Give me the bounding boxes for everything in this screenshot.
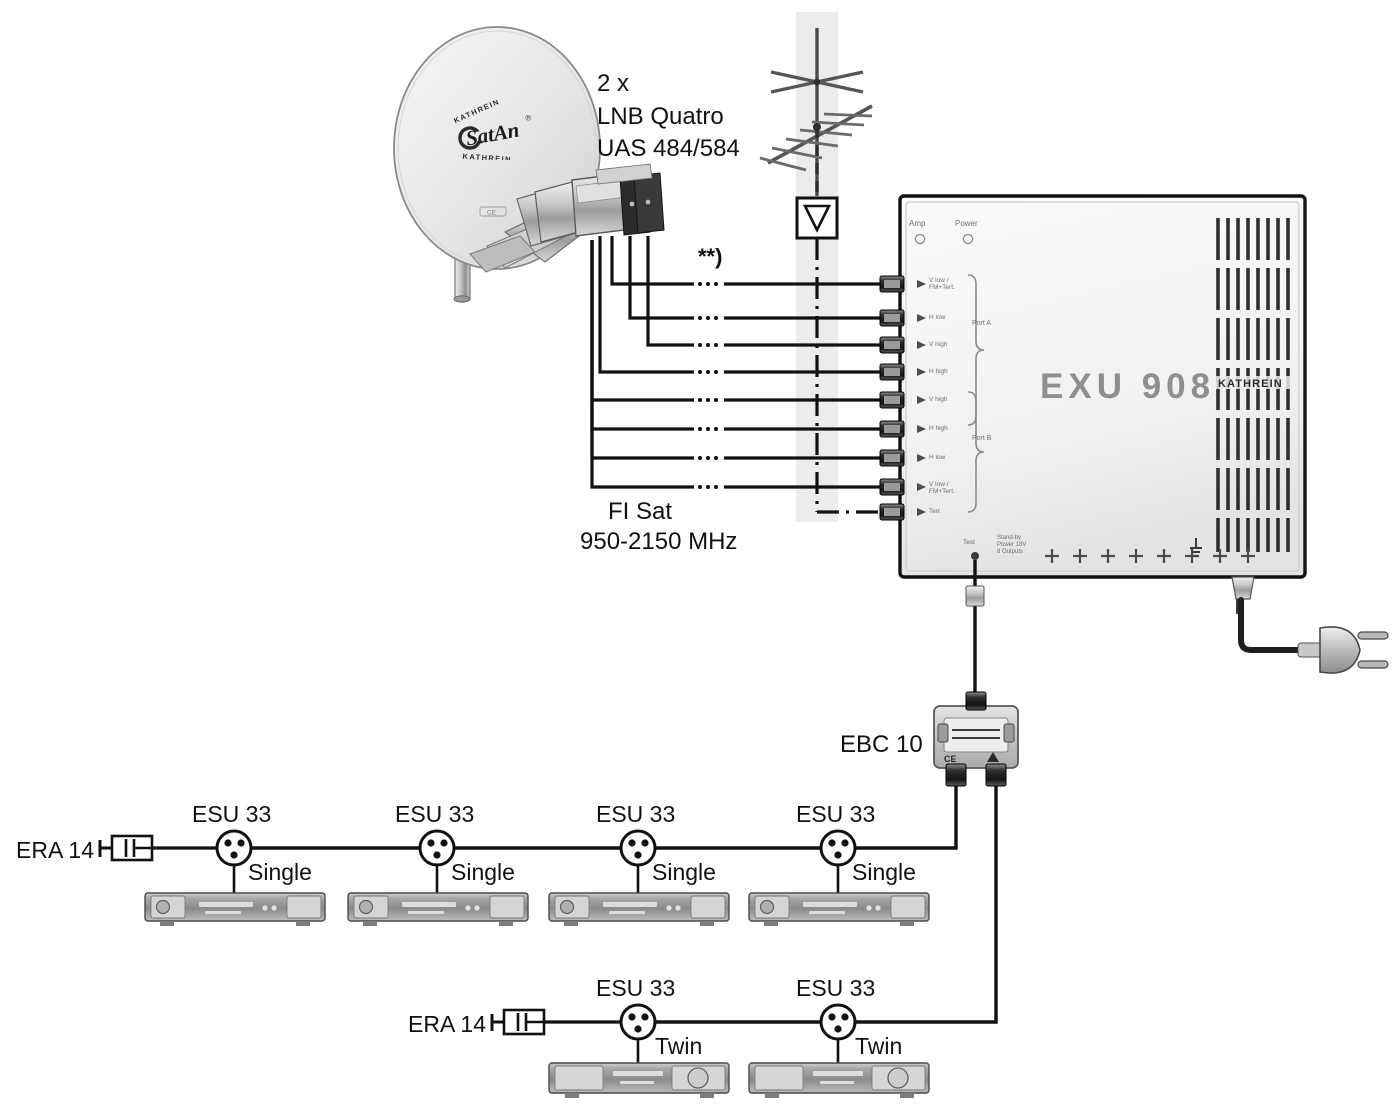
footnote-marker: **) [698, 244, 723, 269]
terminator-label-twin: ERA 14 [408, 1011, 486, 1037]
twin-branch [490, 1003, 930, 1098]
terminator-label-single: ERA 14 [16, 837, 94, 863]
terminator-era-14-single [98, 834, 154, 862]
input-label-a-2: H low [929, 314, 946, 321]
outlet-esu-33-single-1[interactable] [215, 829, 253, 898]
svg-text:CE: CE [487, 210, 497, 217]
satellite-dish: CE [393, 26, 601, 303]
mode-label-single-1: Single [248, 859, 312, 885]
ground-symbol-icon [1190, 538, 1202, 557]
outlet-label-single-3: ESU 33 [596, 801, 676, 827]
test-port[interactable] [971, 552, 979, 560]
input-label-b-2: H high [929, 425, 948, 432]
outlet-esu-33-single-2[interactable] [418, 829, 456, 898]
input-label-terrestrial: Terr. [929, 508, 942, 515]
multiswitch-exu-908[interactable]: EXU 908 [879, 194, 1307, 579]
port-group-a-label: Port A [972, 320, 992, 327]
switch-to-splitter-cable [965, 560, 985, 700]
svg-text:CE: CE [944, 754, 957, 764]
input-connectors[interactable] [879, 275, 905, 521]
lnb-model-label: UAS 484/584 [597, 135, 740, 162]
mode-label-single-3: Single [652, 859, 716, 885]
output-ports-row[interactable] [1045, 549, 1255, 563]
port-group-b-label: Port B [972, 435, 992, 442]
port-group-braces [967, 274, 985, 513]
input-label-b-1: V high [929, 396, 948, 403]
status-leds [914, 233, 974, 245]
cable-break-dots [698, 282, 718, 489]
outlet-label-single-2: ESU 33 [395, 801, 475, 827]
input-label-a-4: H high [929, 368, 948, 375]
lnb-quatro-assembly [534, 163, 665, 243]
yagi-elements [759, 112, 873, 172]
svg-text:KATHREIN: KATHREIN [1218, 378, 1283, 390]
single-branch [98, 829, 930, 926]
input-port-markers [917, 280, 926, 516]
mode-label-twin-2: Twin [855, 1033, 903, 1059]
terrestrial-amplifier-box [795, 196, 839, 240]
mode-label-single-2: Single [451, 859, 515, 885]
input-label-b-3: H low [929, 454, 946, 461]
lnb-type-label: LNB Quatro [597, 103, 724, 130]
receiver-twin-2 [748, 1062, 930, 1098]
dish-logo: KATHREIN KATHREIN SatAn ® [445, 100, 551, 160]
bottom-label-test: Test [963, 539, 975, 546]
power-cord-and-plug [1231, 576, 1389, 674]
splitter-label: EBC 10 [840, 731, 923, 758]
fi-sat-band-label: FI Sat [608, 498, 673, 525]
svg-text:SatAn: SatAn [464, 118, 521, 151]
input-label-b-4: V low / FM+Tert. [929, 481, 955, 496]
fi-sat-frequency-label: 950‑2150 MHz [580, 528, 738, 555]
bottom-label-outputs: Stand-by Power 18V 8 Outputs [997, 535, 1027, 555]
svg-text:KATHREIN: KATHREIN [462, 152, 512, 160]
outlet-label-single-1: ESU 33 [192, 801, 272, 827]
receiver-single-1 [144, 892, 326, 926]
outlet-esu-33-single-3[interactable] [619, 829, 657, 898]
receiver-single-2 [347, 892, 529, 926]
receiver-single-3 [548, 892, 730, 926]
mode-label-single-4: Single [852, 859, 916, 885]
svg-text:EXU 908: EXU 908 [1040, 367, 1215, 406]
receiver-single-4 [748, 892, 930, 926]
mode-label-twin-1: Twin [655, 1033, 703, 1059]
terrestrial-antenna [759, 28, 873, 196]
splitter-ebc-10[interactable]: CE [933, 691, 1019, 787]
input-label-a-3: V high [929, 341, 948, 348]
outlet-esu-33-single-4[interactable] [819, 829, 857, 898]
input-label-a-1: V low / FM+Tert. [929, 277, 955, 292]
led-label-power: Power [955, 219, 978, 228]
outlet-label-twin-2: ESU 33 [796, 975, 876, 1001]
outlet-label-single-4: ESU 33 [796, 801, 876, 827]
outlet-esu-33-twin-1[interactable] [619, 1003, 657, 1068]
receiver-twin-1 [548, 1062, 730, 1098]
ventilation-grille: KATHREIN [1216, 218, 1292, 552]
terminator-era-14-twin [490, 1008, 546, 1036]
model-logo: EXU 908 [1040, 367, 1215, 406]
outlet-label-twin-1: ESU 33 [596, 975, 676, 1001]
svg-text:®: ® [525, 113, 532, 123]
sat-feed-cables [590, 236, 885, 489]
splitter-output-cables [240, 786, 998, 1024]
lnb-count-label: 2 x [597, 70, 630, 97]
led-label-amp: Amp [909, 219, 926, 228]
outlet-esu-33-twin-2[interactable] [819, 1003, 857, 1068]
